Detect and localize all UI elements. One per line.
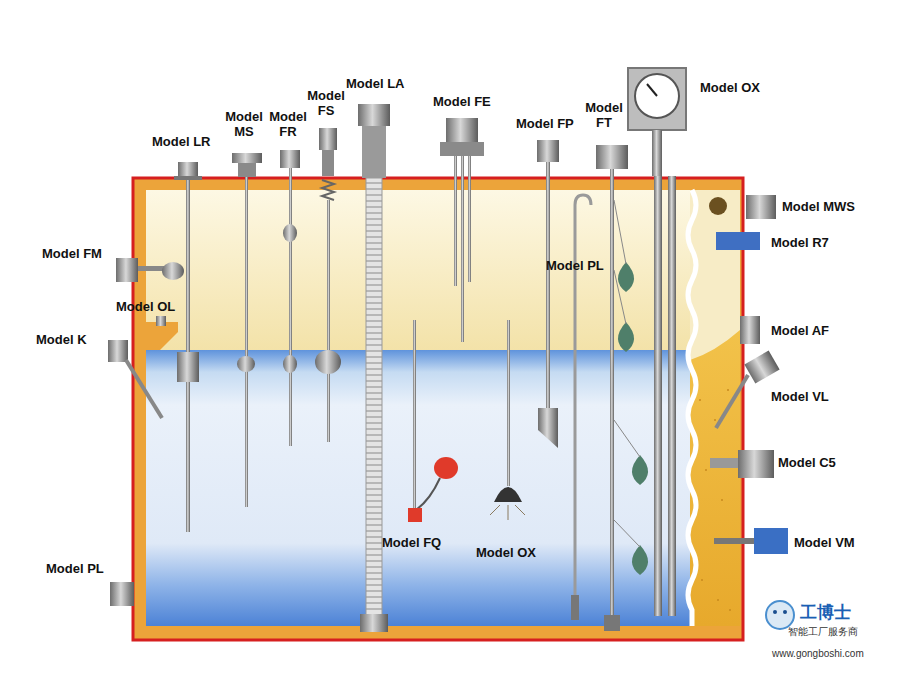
model-label: Model PL [46,561,104,576]
model-label: Model K [36,332,87,347]
watermark-text: www.gongboshi.com [772,648,864,660]
watermark-text: 智能工厂服务商 [788,626,858,638]
model-label: Model VL [771,389,829,404]
model-label: Model MWS [782,199,855,214]
model-label: Model FQ [382,535,441,550]
model-label: Model VM [794,535,855,550]
model-label: Model LA [346,76,405,91]
model-label: Model AF [771,323,829,338]
model-label: Model FE [433,94,491,109]
model-label: Model FS [304,88,348,118]
model-label: Model OX [700,80,760,95]
model-label: Model MS [222,109,266,139]
model-label: Model C5 [778,455,836,470]
model-label: Model FR [268,109,308,139]
model-label: Model LR [152,134,211,149]
model-label: Model PL [546,258,604,273]
model-label: Model FM [42,246,102,261]
model-label: Model OL [116,299,175,314]
model-label: Model FT [582,100,626,130]
watermark-text: 工博士 [800,603,851,623]
model-label: Model R7 [771,235,829,250]
model-label: Model OX [476,545,536,560]
model-label: Model FP [516,116,574,131]
